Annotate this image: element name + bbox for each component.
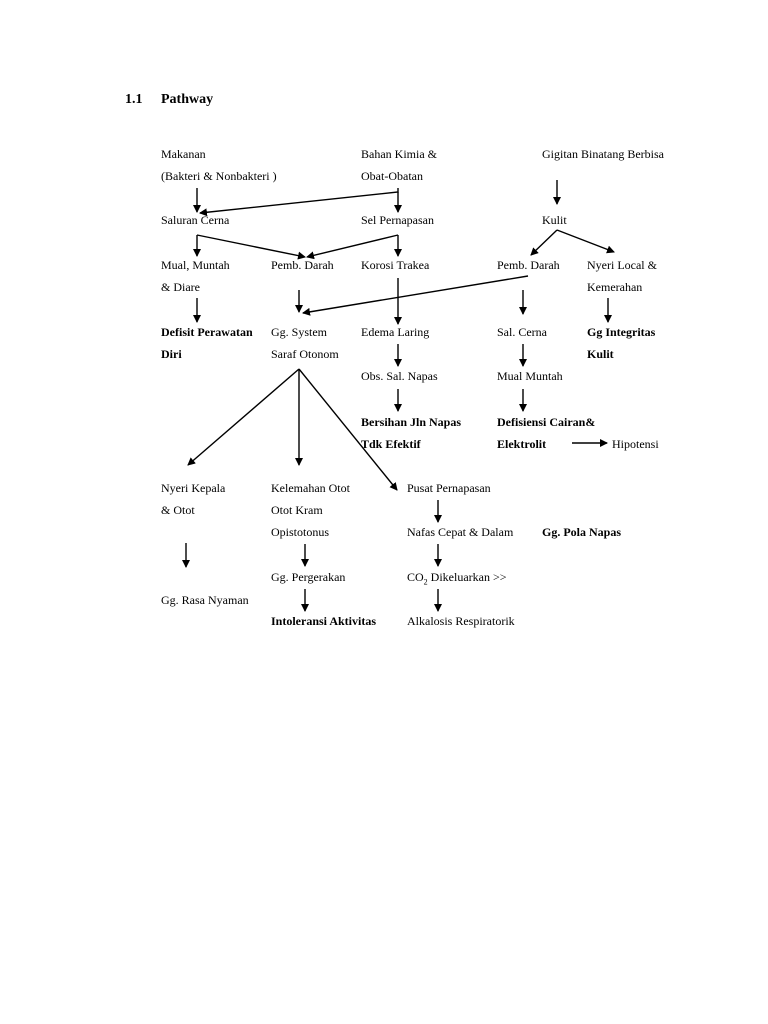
node-makanan: Makanan (Bakteri & Nonbakteri ) [161,143,277,187]
node-pemb-darah-2: Pemb. Darah [497,258,560,272]
node-mual-muntah-line1: Mual, Muntah [161,258,230,272]
node-mual-muntah-line2: & Diare [161,280,200,294]
node-makanan-line2: (Bakteri & Nonbakteri ) [161,169,277,183]
arrow-kimia-split [199,188,399,217]
node-gg-pergerakan: Gg. Pergerakan [271,570,346,584]
node-mual-muntah-diare: Mual, Muntah & Diare [161,254,230,298]
node-pemb-darah-1: Pemb. Darah [271,258,334,272]
node-bahan-kimia-line2: Obat-Obatan [361,169,423,183]
co2-prefix: CO [407,570,424,584]
node-bahan-kimia: Bahan Kimia & Obat-Obatan [361,143,437,187]
co2-suffix: Dikeluarkan >> [427,570,507,584]
node-defisiensi-line2: Elektrolit [497,437,547,451]
node-nafas-cepat: Nafas Cepat & Dalam [407,525,514,539]
node-kelemahan-line1: Kelemahan Otot [271,481,350,495]
node-gg-integritas-line1: Gg Integritas [587,325,656,339]
node-defisit-line1: Defisit Perawatan [161,325,253,339]
arrow-ggsystem-nyeri [187,368,300,466]
node-nyeri-kepala-line1: Nyeri Kepala [161,481,226,495]
node-nyeri-local: Nyeri Local & Kemerahan [587,254,657,298]
node-obs-sal-napas: Obs. Sal. Napas [361,369,438,383]
node-pusat-pernapasan: Pusat Pernapasan [407,481,491,495]
node-gg-system-line2: Saraf Otonom [271,347,339,361]
node-nyeri-kepala: Nyeri Kepala & Otot [161,477,225,521]
node-hipotensi: Hipotensi [612,437,659,451]
node-gigitan: Gigitan Binatang Berbisa [542,147,664,161]
node-kelemahan-line2: Otot Kram [271,503,323,517]
arrow-ggsystem-pusat [298,368,398,491]
node-gg-pola-napas: Gg. Pola Napas [542,525,622,539]
section-number: 1.1 [125,92,143,107]
node-makanan-line1: Makanan [161,147,206,161]
node-nyeri-local-line2: Kemerahan [587,280,643,294]
node-bersihan-jln-napas: Bersihan Jln Napas Tdk Efektif [361,411,461,455]
node-bersihan-line1: Bersihan Jln Napas [361,415,462,429]
node-kulit: Kulit [542,213,567,227]
node-defisiensi-line1: Defisiensi Cairan& [497,415,596,429]
arrow-pemb2-ggsystem [302,275,529,316]
node-korosi-trakea: Korosi Trakea [361,258,430,272]
arrow-kulit-nyeri [556,229,615,254]
node-saluran-cerna: Saluran Cerna [161,213,230,227]
node-intoleransi-aktivitas: Intoleransi Aktivitas [271,614,377,628]
node-kelemahan-line3: Opistotonus [271,525,330,539]
node-nyeri-kepala-line2: & Otot [161,503,195,517]
section-heading: 1.1 Pathway [125,92,213,108]
arrow-kulit-pemb [530,229,558,256]
node-bahan-kimia-line1: Bahan Kimia & [361,147,437,161]
node-gg-system: Gg. System Saraf Otonom [271,321,339,365]
node-sal-cerna: Sal. Cerna [497,325,547,339]
co2-subscript: 2 [423,577,428,587]
node-defisit-line2: Diri [161,347,182,361]
node-gg-integritas-line2: Kulit [587,347,614,361]
node-gg-integritas: Gg Integritas Kulit [587,321,655,365]
node-gg-system-line1: Gg. System [271,325,328,339]
node-co2-dikeluarkan: CO2 Dikeluarkan >> [407,566,507,593]
node-bersihan-line2: Tdk Efektif [361,437,421,451]
node-edema-laring: Edema Laring [361,325,430,339]
node-alkalosis: Alkalosis Respiratorik [407,614,515,628]
node-kelemahan-otot: Kelemahan Otot Otot Kram Opistotonus [271,477,350,543]
arrow-saluran-pemb [196,234,306,260]
node-defisiensi-cairan: Defisiensi Cairan& Elektrolit [497,411,595,455]
arrow-sel-pemb [306,234,399,260]
node-sel-pernapasan: Sel Pernapasan [361,213,434,227]
section-title: Pathway [161,92,214,107]
node-nyeri-local-line1: Nyeri Local & [587,258,657,272]
node-defisit-perawatan: Defisit Perawatan Diri [161,321,253,365]
node-gg-rasa-nyaman: Gg. Rasa Nyaman [161,593,249,607]
node-mual-muntah-2: Mual Muntah [497,369,563,383]
